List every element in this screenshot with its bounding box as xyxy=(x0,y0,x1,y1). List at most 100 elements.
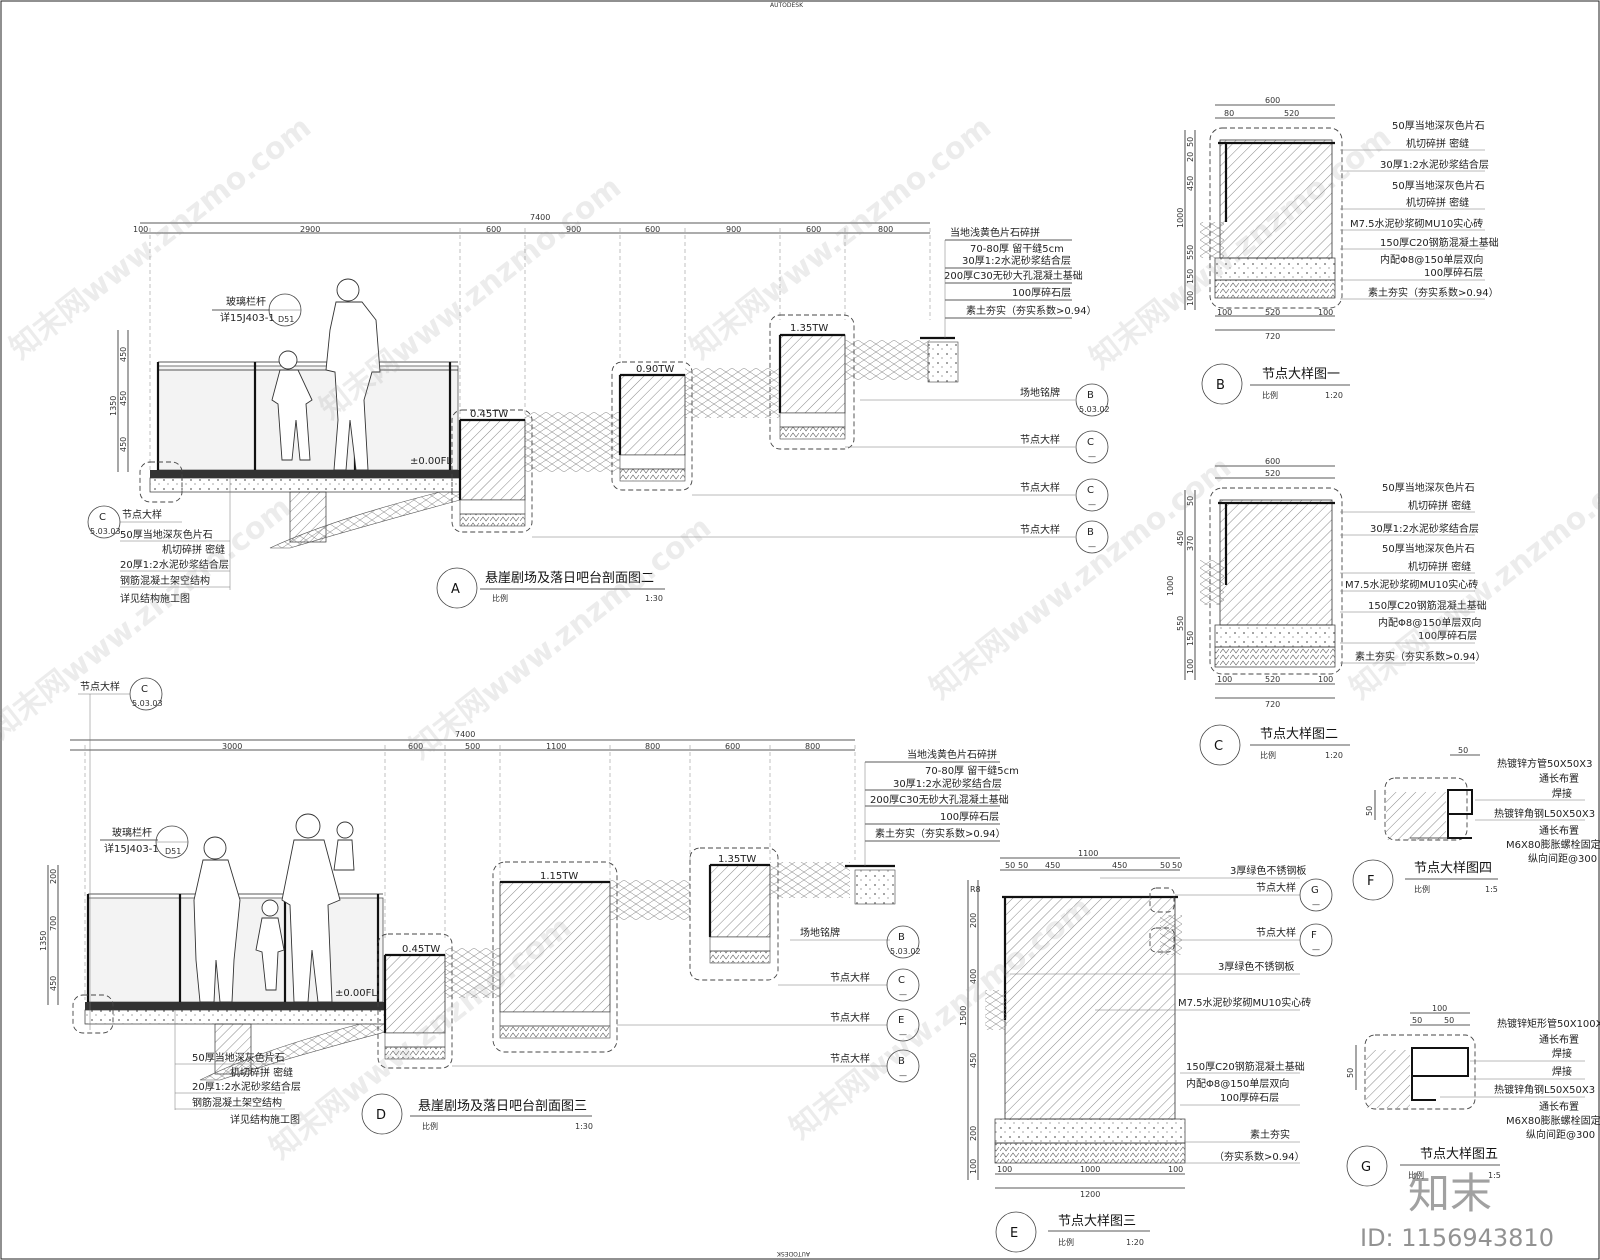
section-d-dim-total: 7400 xyxy=(455,730,475,739)
section-d-callout-1-ref: B xyxy=(898,932,905,943)
detail-f-letter: F xyxy=(1367,874,1374,889)
detail-b-note-3: 30厚1:2水泥砂浆结合层 xyxy=(1380,158,1489,171)
section-a-scale-label: 比例 xyxy=(492,593,508,603)
section-d: 7400 3000 600 500 1100 800 600 800 200 7… xyxy=(39,677,1019,1135)
section-d-deck-slab xyxy=(85,1002,385,1010)
detail-g-note-6: 通长布置 xyxy=(1539,1101,1579,1113)
detail-c-vdims: 50 370 450 1000 550 150 100 xyxy=(1166,490,1196,680)
detail-f-note-7: 纵向间距@300 xyxy=(1528,852,1597,865)
section-a-callout-3-ref: C xyxy=(1087,485,1094,496)
section-d-vdim-4: 1350 xyxy=(39,931,48,951)
detail-c: 600 520 50 370 450 1000 550 150 100 100 … xyxy=(1166,457,1487,766)
section-a-scale: 1:30 xyxy=(645,594,663,603)
section-a-level-045: 0.45TW xyxy=(470,409,508,420)
detail-b-dim-top-1: 600 xyxy=(1265,96,1280,105)
section-a-note-1: 50厚当地深灰色片石 xyxy=(120,528,213,541)
detail-e-callout-2-ref: F xyxy=(1311,930,1317,941)
detail-b-letter: B xyxy=(1216,378,1225,393)
section-d-callout-4-sub: — xyxy=(899,1071,907,1080)
section-a-planting-1 xyxy=(525,412,620,472)
detail-g-note-4: 焊接 xyxy=(1552,1065,1572,1078)
section-a-callout-2-sub: — xyxy=(1088,452,1096,461)
section-a-dim-2: 2900 xyxy=(300,225,320,234)
detail-c-scale: 1:20 xyxy=(1325,751,1343,760)
section-a-step-2 xyxy=(619,374,686,456)
section-d-layer-5: 100厚碎石层 xyxy=(940,810,999,823)
section-d-left-callout-ref: C xyxy=(141,684,148,695)
section-d-note-4: 钢筋混凝土架空结构 xyxy=(192,1096,282,1109)
detail-c-note-10: 素土夯实（夯实系数>0.94） xyxy=(1355,650,1486,663)
section-d-note-5: 详见结构施工图 xyxy=(230,1113,300,1126)
section-a-callout-3-label: 节点大样 xyxy=(1020,481,1060,494)
detail-b-vdims: 50 20 450 1000 550 150 100 xyxy=(1176,130,1196,310)
section-d-dim-4: 1100 xyxy=(546,742,566,751)
image-id: ID: 1156943810 xyxy=(1360,1224,1554,1252)
detail-c-dim-bot-1: 100 xyxy=(1217,675,1232,684)
section-a-vdim-3: 450 xyxy=(119,437,128,452)
detail-e-dim-top-6: 50 xyxy=(1160,861,1170,870)
section-a-note-5: 详见结构施工图 xyxy=(120,592,190,605)
section-a-callout-2-label: 节点大样 xyxy=(1020,433,1060,446)
detail-f-note-2: 通长布置 xyxy=(1539,773,1579,785)
detail-c-vdim-4: 1000 xyxy=(1166,576,1175,596)
section-a-layer-1: 当地浅黄色片石碎拼 xyxy=(950,226,1040,239)
detail-e-dim-top-2: 50 xyxy=(1005,861,1015,870)
autodesk-mark-top: AUTODESK xyxy=(770,2,804,9)
detail-c-note-1: 50厚当地深灰色片石 xyxy=(1382,481,1475,494)
section-a-dim-total: 7400 xyxy=(530,213,550,222)
section-a-callout-2-ref: C xyxy=(1087,437,1094,448)
section-d-level-fl: ±0.00FL xyxy=(335,988,377,999)
section-d-callout-2-label: 节点大样 xyxy=(830,971,870,984)
section-a-left-callout-sub: 5.03.03 xyxy=(90,527,121,536)
detail-b-note-2: 机切碎拼 密缝 xyxy=(1406,137,1469,150)
section-a-callout-3-sub: — xyxy=(1088,500,1096,509)
section-a-callout-4-ref: B xyxy=(1087,527,1094,538)
section-d-step-1 xyxy=(384,954,446,1034)
section-a-step-1 xyxy=(459,419,526,501)
detail-b-note-1: 50厚当地深灰色片石 xyxy=(1392,119,1485,132)
section-d-title-block: D 悬崖剧场及落日吧台剖面图三 比例 1:30 xyxy=(361,1093,593,1135)
section-a-callout-4-label: 节点大样 xyxy=(1020,523,1060,536)
detail-c-title: 节点大样图二 xyxy=(1260,727,1338,742)
section-a-note-2: 机切碎拼 密缝 xyxy=(162,543,225,556)
section-a-dim-7: 600 xyxy=(806,225,821,234)
detail-e-callout-3-label: 3厚绿色不锈钢板 xyxy=(1218,960,1294,973)
detail-f: 50 50 热镀锌方管50X50X3 通长布置 焊接 热镀锌角钢L50X50X3… xyxy=(1352,746,1600,901)
section-d-callout-3-label: 节点大样 xyxy=(830,1011,870,1024)
detail-e-callout-2-label: 节点大样 xyxy=(1256,926,1296,939)
detail-e-dim-bot-1: 100 xyxy=(997,1165,1012,1174)
detail-g: 100 50 50 50 热镀锌矩形管50X100X3 通长布置 焊接 焊接 热… xyxy=(1346,1004,1600,1187)
detail-b-note-5: 机切碎拼 密缝 xyxy=(1406,196,1469,209)
section-a-callout-1-ref: B xyxy=(1087,390,1094,401)
section-d-callout-2-ref: C xyxy=(898,975,905,986)
detail-e-callout-1-sub: — xyxy=(1312,900,1320,909)
section-a-layer-4: 200厚C30无砂大孔混凝土基础 xyxy=(944,269,1083,282)
section-a-vertical-grid xyxy=(149,228,931,470)
section-a-deck-slab xyxy=(150,470,460,478)
detail-c-note-5: 机切碎拼 密缝 xyxy=(1408,560,1471,573)
detail-b-note-7: 150厚C20钢筋混凝土基础 xyxy=(1380,236,1499,249)
detail-e-vdim-4: 1500 xyxy=(959,1006,968,1026)
section-d-level-115: 1.15TW xyxy=(540,871,578,882)
section-d-planting-1 xyxy=(445,948,500,998)
section-a-dim-5: 600 xyxy=(645,225,660,234)
section-a-callout-4-sub: — xyxy=(1088,542,1096,551)
section-a-planting-3 xyxy=(845,340,930,380)
detail-g-notes: 热镀锌矩形管50X100X3 通长布置 焊接 焊接 热镀锌角钢L50X50X3 … xyxy=(1440,1017,1600,1141)
section-a-callouts: 场地铭牌 B 5.03.02 节点大样 C — 节点大样 C — 节点大样 B … xyxy=(532,383,1110,554)
detail-e-dim-bot-4: 1200 xyxy=(1080,1190,1100,1199)
detail-g-dim-1: 100 xyxy=(1432,1004,1447,1013)
section-d-layer-notes: 当地浅黄色片石碎拼 70-80厚 留干缝5cm 30厚1:2水泥砂浆结合层 20… xyxy=(864,748,1019,866)
detail-c-dim-top-1: 600 xyxy=(1265,457,1280,466)
detail-b: 600 80 520 50 20 450 1000 550 150 100 10… xyxy=(1176,96,1499,405)
detail-f-note-6: M6X80膨胀螺栓固定 xyxy=(1506,838,1600,851)
section-a-layer-6: 素土夯实（夯实系数>0.94） xyxy=(966,304,1097,317)
section-d-letter: D xyxy=(376,1108,386,1123)
detail-e-vdim-3: 400 xyxy=(969,969,978,984)
detail-e-note-soil: 素土夯实 xyxy=(1250,1128,1290,1141)
section-d-callout-1-label: 场地铭牌 xyxy=(800,926,840,939)
detail-e-vdims: R8 200 400 1500 450 200 100 xyxy=(959,880,981,1180)
detail-c-dim-bot-3: 100 xyxy=(1318,675,1333,684)
section-a-dim-1: 100 xyxy=(133,225,148,234)
section-a-dim-3: 600 xyxy=(486,225,501,234)
